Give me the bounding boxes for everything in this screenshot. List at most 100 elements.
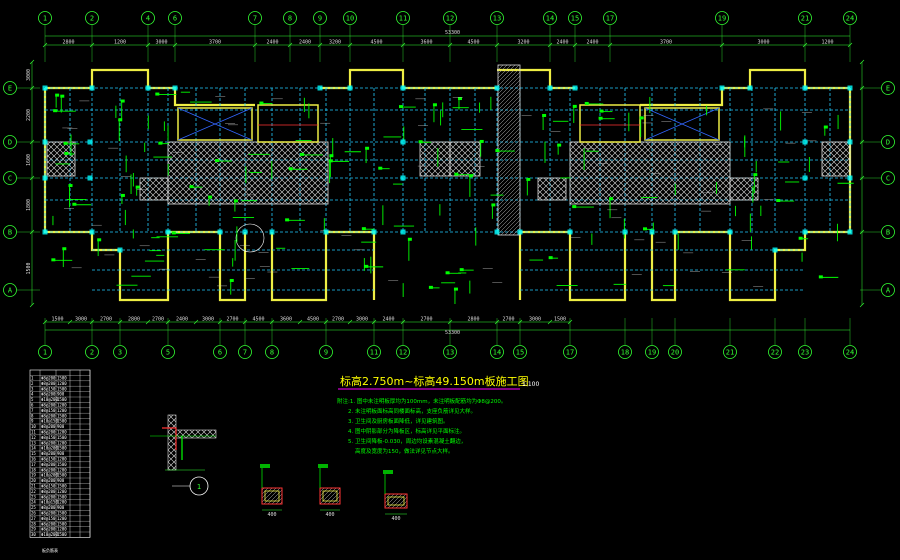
axis-left-E-label: E xyxy=(8,85,12,93)
dim-right-tick xyxy=(859,59,865,65)
schedule-cell: Φ8@200 xyxy=(41,440,56,445)
rebar-tag xyxy=(399,105,404,109)
rebar-tag xyxy=(542,113,547,117)
wall-mid-right xyxy=(518,230,627,302)
dim-top-tick xyxy=(42,42,48,48)
beam-section-1-stirrup xyxy=(264,490,280,502)
column-marker xyxy=(672,229,678,235)
axis-right-E-bubble xyxy=(881,81,895,95)
notes-block: 附注:1. 图中未注明板厚均为100mm，未注明板配筋均为Φ8@200。 2. … xyxy=(337,397,506,455)
axis-left-B-bubble xyxy=(3,225,17,239)
rebar-tag xyxy=(823,125,828,129)
axis-top-24-label: 24 xyxy=(846,15,854,23)
schedule-cell: 900 xyxy=(57,505,65,510)
schedule-cell: 23 xyxy=(31,494,36,499)
hatch-core-left xyxy=(167,141,329,205)
dim-left-tick xyxy=(29,302,35,308)
column-marker xyxy=(567,229,573,235)
schedule-cell: 15 xyxy=(31,451,36,456)
rebar-tag xyxy=(328,159,333,163)
schedule-cell: 6 xyxy=(31,403,34,408)
axis-bottom-22-bubble xyxy=(768,345,782,359)
axis-top-7-bubble xyxy=(248,11,262,25)
rebar-tag xyxy=(378,166,383,170)
schedule-cell: 29 xyxy=(31,527,36,532)
rebar-tag xyxy=(51,258,56,262)
schedule-cell: 13 xyxy=(31,440,36,445)
axis-top-9-label: 9 xyxy=(318,15,322,23)
column-marker xyxy=(42,175,48,181)
dim-left-text: 1800 xyxy=(26,199,32,211)
column-marker xyxy=(347,85,353,91)
rebar-tag xyxy=(53,109,58,113)
dim-bottom-tick xyxy=(447,319,453,325)
axis-bottom-3-bubble xyxy=(113,345,127,359)
beam-section-3 xyxy=(384,493,408,509)
axis-right-C-bubble xyxy=(881,171,895,185)
beam-section-3-stirrup xyxy=(387,496,405,506)
schedule-cell: 11 xyxy=(31,430,36,435)
rebar-tag xyxy=(215,159,220,163)
elevator-right xyxy=(644,107,720,141)
schedule-cell: 24 xyxy=(31,500,36,505)
column-marker xyxy=(547,85,553,91)
schedule-cell: 1200 xyxy=(57,403,67,408)
rebar-tag xyxy=(233,199,238,203)
beam-section-3-label-block xyxy=(383,470,393,474)
rebar-tag xyxy=(120,193,125,197)
schedule-cell: 17 xyxy=(31,462,36,467)
axis-bottom-1-bubble xyxy=(38,345,52,359)
schedule-cell: Φ10@150 xyxy=(41,419,58,424)
rebar-tag xyxy=(572,205,577,209)
axis-left-B-label: B xyxy=(8,229,12,237)
rebar-tag xyxy=(68,184,73,188)
schedule-cell: Φ8@200 xyxy=(41,403,56,408)
rebar-tag xyxy=(798,236,803,240)
note-line-4: 4. 图中阴影部分为降板区，标高详见平面标注。 xyxy=(348,427,465,435)
section-wall xyxy=(167,414,177,471)
stair-arc-left xyxy=(235,223,265,253)
schedule-cell: 22 xyxy=(31,489,36,494)
axis-bottom-11-label: 11 xyxy=(370,349,378,357)
schedule-cell: 1200 xyxy=(57,489,67,494)
rebar-tag xyxy=(118,118,123,122)
schedule-cell: 1200 xyxy=(57,516,67,521)
rebar-tag xyxy=(557,143,562,147)
schedule-cell: 18 xyxy=(31,467,36,472)
axis-right-E-label: E xyxy=(886,85,890,93)
column-marker xyxy=(269,229,275,235)
column-marker xyxy=(42,229,48,235)
schedule-cell: Φ10@200 xyxy=(41,397,58,402)
axis-bottom-19-bubble xyxy=(645,345,659,359)
column-marker xyxy=(400,229,406,235)
rebar-tag xyxy=(643,227,648,231)
schedule-cell: Φ8@200 xyxy=(41,381,56,386)
column-marker xyxy=(847,229,853,235)
axis-bottom-11-bubble xyxy=(367,345,381,359)
axis-bottom-7-bubble xyxy=(238,345,252,359)
column-marker xyxy=(802,229,808,235)
beam-section-2 xyxy=(319,487,341,505)
dim-bottom-tick xyxy=(89,319,95,325)
rebar-tag xyxy=(135,185,140,189)
axis-bottom-8-label: 8 xyxy=(270,349,274,357)
dim-bottom-tick xyxy=(323,319,329,325)
dim-bottom-tick xyxy=(494,319,500,325)
dim-top-tick xyxy=(447,42,453,48)
column-marker xyxy=(42,85,48,91)
rebar-tag xyxy=(361,227,366,231)
dim-left-tick xyxy=(29,139,35,145)
axis-top-19-label: 19 xyxy=(718,15,726,23)
dim-top-tick xyxy=(172,42,178,48)
dim-top-text: 4500 xyxy=(467,40,479,46)
rebar-tag xyxy=(97,238,102,242)
column-marker xyxy=(317,85,323,91)
column-marker xyxy=(117,247,123,253)
dim-top-text: 3200 xyxy=(517,40,529,46)
axis-bottom-5-bubble xyxy=(161,345,175,359)
axis-bottom-17-label: 17 xyxy=(566,349,574,357)
axis-bottom-24-label: 24 xyxy=(846,349,854,357)
dim-bottom-text: 2800 xyxy=(467,317,479,323)
dim-bottom-text: 2700 xyxy=(152,317,164,323)
